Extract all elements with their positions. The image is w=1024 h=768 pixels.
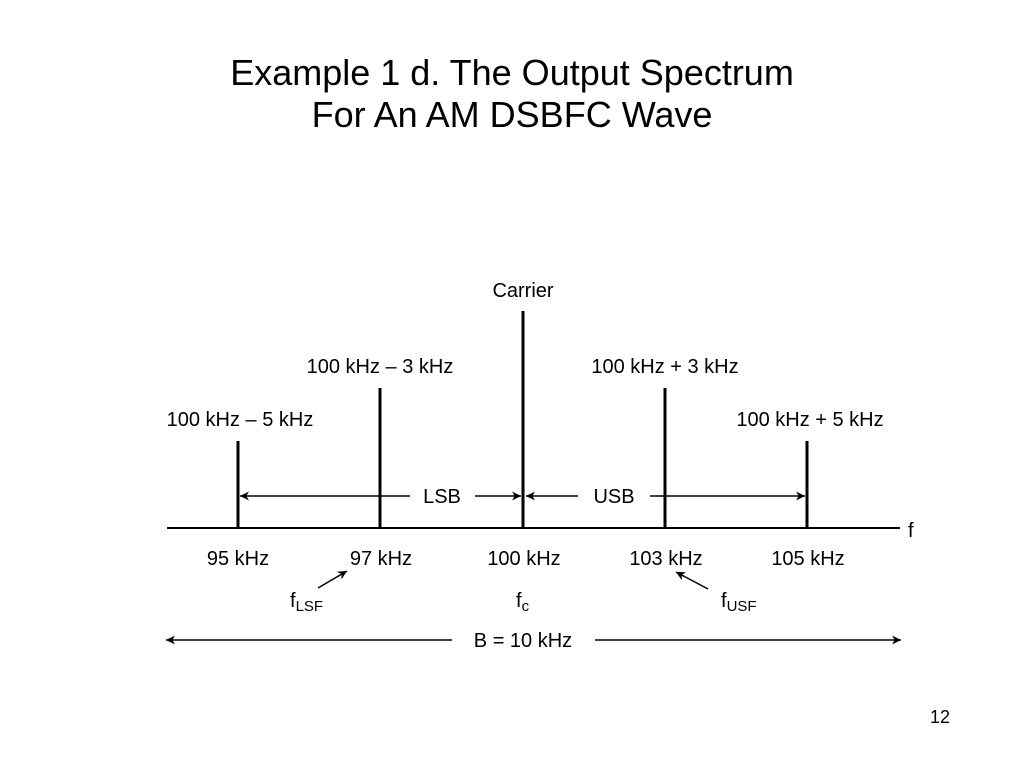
bandwidth-label: B = 10 kHz	[474, 630, 572, 652]
fusf-label-subscript: USF	[727, 598, 757, 615]
page-number: 12	[930, 707, 951, 727]
freq-label-105khz: 105 kHz	[771, 548, 844, 570]
usb-label: USB	[593, 486, 634, 508]
freq-label-95khz: 95 kHz	[207, 548, 269, 570]
lsb-label: LSB	[423, 486, 461, 508]
freq-label-100khz: 100 kHz	[487, 548, 560, 570]
flsf-label-base: f	[290, 590, 296, 612]
flsf-pointer-arrow	[317, 570, 348, 589]
label-fc-plus-3khz: 100 kHz + 3 kHz	[591, 356, 738, 378]
label-fc-minus-3khz: 100 kHz – 3 kHz	[307, 356, 454, 378]
label-fc-minus-5khz: 100 kHz – 5 kHz	[167, 409, 314, 431]
fusf-pointer-arrow	[675, 571, 709, 590]
fc-label-base: f	[516, 590, 522, 612]
flsf-label: fLSF	[290, 590, 323, 615]
fc-label: fc	[516, 590, 530, 615]
flsf-label-subscript: LSF	[296, 598, 324, 615]
fusf-label: fUSF	[721, 590, 757, 615]
label-fc-plus-5khz: 100 kHz + 5 kHz	[736, 409, 883, 431]
carrier-label: Carrier	[492, 280, 553, 302]
freq-label-103khz: 103 kHz	[629, 548, 702, 570]
frequency-axis-label: f	[908, 520, 914, 542]
fc-label-subscript: c	[522, 598, 530, 615]
fusf-label-base: f	[721, 590, 727, 612]
slide-title: Example 1 d. The Output Spectrum For An …	[0, 52, 1024, 136]
slide-title-line-2: For An AM DSBFC Wave	[311, 94, 713, 135]
slide-title-line-1: Example 1 d. The Output Spectrum	[230, 52, 794, 93]
freq-label-97khz: 97 kHz	[350, 548, 412, 570]
